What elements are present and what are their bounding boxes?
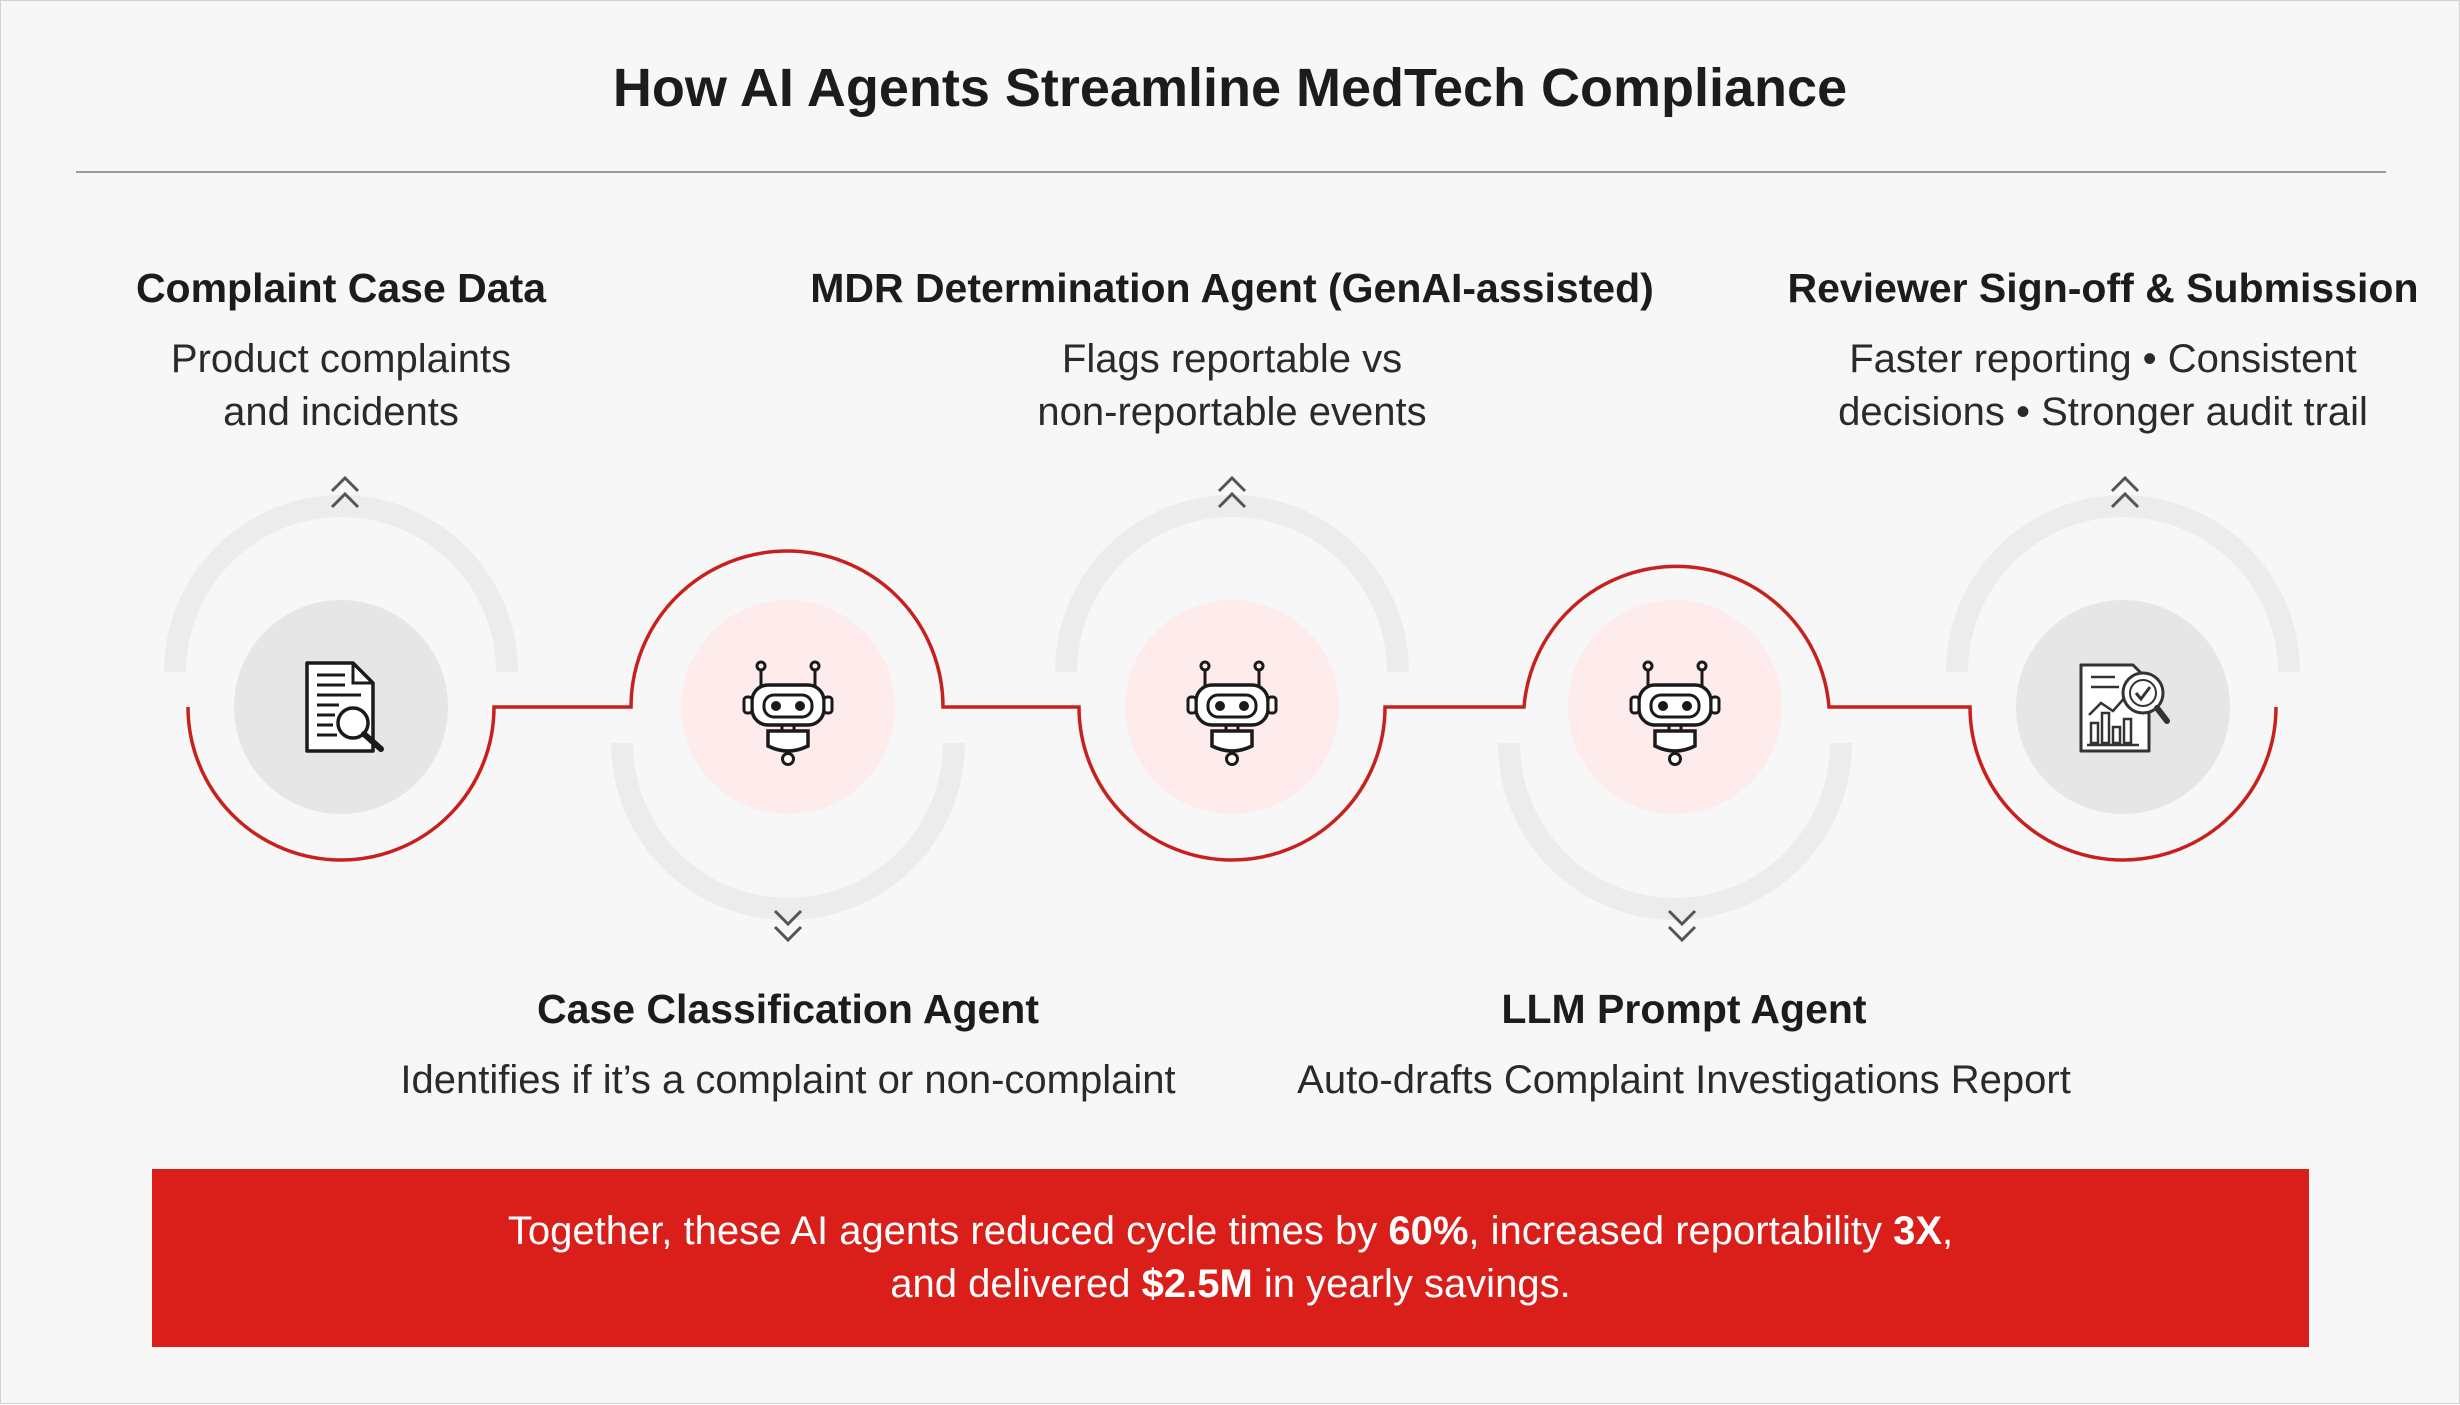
summary-text: and delivered [890, 1262, 1142, 1306]
step-2-ring [611, 742, 965, 920]
step-5-title: Reviewer Sign-off & Submission [1787, 265, 2419, 311]
document-search-icon [305, 661, 384, 753]
summary-line-1: Together, these AI agents reduced cycle … [152, 1205, 2309, 1258]
step-5-desc-line-2: decisions • Stronger audit trail [1838, 390, 2368, 434]
summary-text: , [1942, 1209, 1954, 1253]
report-analysis-icon [2079, 663, 2170, 753]
summary-text: , increased reportability [1468, 1209, 1894, 1253]
step-4-desc: Auto-drafts Complaint Investigations Rep… [1234, 1054, 2134, 1107]
step-3-desc: Flags reportable vs non-reportable event… [782, 333, 1682, 439]
step-4-desc-line-1: Auto-drafts Complaint Investigations Rep… [1297, 1058, 2071, 1102]
step-4-ring [1498, 742, 1852, 920]
step-2-desc-line-1: Identifies if it’s a complaint or non-co… [400, 1058, 1176, 1102]
summary-line-2: and delivered $2.5M in yearly savings. [152, 1258, 2309, 1311]
reportability-value: 3X [1893, 1209, 1943, 1253]
step-1-desc-line-2: and incidents [223, 390, 459, 434]
step-3-desc-line-1: Flags reportable vs [1061, 337, 1403, 381]
savings-value: $2.5M [1141, 1262, 1253, 1306]
step-1-desc-line-1: Product complaints [170, 337, 512, 381]
summary-banner: Together, these AI agents reduced cycle … [152, 1169, 2309, 1347]
summary-text: in yearly savings. [1252, 1262, 1571, 1306]
step-5-ring [1946, 495, 2300, 673]
summary-text: Together, these AI agents reduced cycle … [507, 1209, 1389, 1253]
step-3-desc-line-2: non-reportable events [1037, 390, 1427, 434]
title-divider [76, 171, 2386, 173]
step-3-title: MDR Determination Agent (GenAI-assisted) [810, 265, 1654, 311]
step-4-title: LLM Prompt Agent [1501, 986, 1867, 1032]
page-title: How AI Agents Streamline MedTech Complia… [612, 58, 1848, 118]
cycle-reduction-value: 60% [1388, 1209, 1469, 1253]
step-1-title: Complaint Case Data [135, 265, 547, 311]
step-2-title: Case Classification Agent [536, 986, 1039, 1032]
step-5-desc-line-1: Faster reporting • Consistent [1849, 337, 2357, 381]
step-2-desc: Identifies if it’s a complaint or non-co… [338, 1054, 1238, 1107]
step-3-ring [1055, 495, 1409, 673]
flow-connector [186, 549, 2278, 862]
step-1-ring [164, 495, 518, 673]
step-1-desc: Product complaints and incidents [0, 333, 791, 439]
step-5-desc: Faster reporting • Consistent decisions … [1653, 333, 2460, 439]
